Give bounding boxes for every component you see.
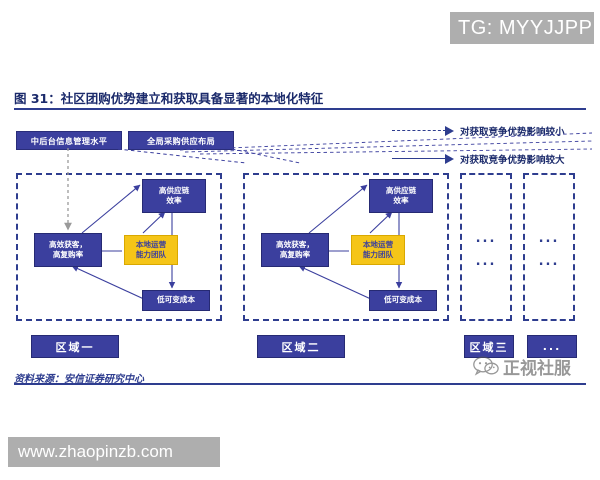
bottom-divider — [14, 383, 586, 385]
ellipsis-row: ... — [538, 254, 560, 269]
region-one-container: 高供应链 效率 高效获客， 高复购率 本地运营 能力团队 低可变成本 — [16, 173, 222, 321]
solid-arrow-icon — [392, 154, 454, 164]
node-supply-chain-efficiency: 高供应链 效率 — [142, 179, 206, 213]
node-line-1: 低可变成本 — [157, 295, 195, 305]
region-more-container: ... ... — [523, 173, 575, 321]
wechat-logo-watermark: 正视社服 — [473, 352, 595, 380]
top-box-info-management: 中后台信息管理水平 — [16, 131, 122, 150]
node-line-1: 高效获客， — [276, 239, 314, 249]
node-line-1: 高效获客， — [49, 239, 87, 249]
region-label-two: 区域二 — [257, 335, 345, 358]
wechat-bubble-icon — [473, 356, 499, 376]
figure-source: 资料来源：安信证券研究中心 — [14, 374, 144, 385]
title-divider — [14, 108, 586, 110]
region-label-one: 区域一 — [31, 335, 119, 358]
node-customer-acquisition: 高效获客， 高复购率 — [34, 233, 102, 267]
node-line-2: 效率 — [166, 196, 182, 205]
node-low-variable-cost: 低可变成本 — [369, 290, 437, 311]
node-line-2: 能力团队 — [135, 250, 167, 259]
legend-item-large-impact: 对获取竞争优势影响较大 — [392, 148, 592, 170]
region-two-container: 高供应链 效率 高效获客， 高复购率 本地运营 能力团队 低可变成本 — [243, 173, 449, 321]
wechat-watermark-label: 正视社服 — [503, 358, 571, 379]
ellipsis-row: ... — [538, 231, 560, 246]
figure-title: 图 31：社区团购优势建立和获取具备显著的本地化特征 — [14, 91, 324, 106]
node-local-operations-team: 本地运营 能力团队 — [124, 235, 178, 265]
legend-label: 对获取竞争优势影响较大 — [460, 155, 565, 166]
telegram-watermark: TG: MYYJJPP — [450, 12, 594, 44]
legend-label: 对获取竞争优势影响较小 — [460, 127, 565, 138]
node-line-2: 能力团队 — [362, 250, 394, 259]
node-line-1: 高供应链 — [385, 185, 417, 195]
node-supply-chain-efficiency: 高供应链 效率 — [369, 179, 433, 213]
legend: 对获取竞争优势影响较小 对获取竞争优势影响较大 — [392, 120, 592, 176]
node-line-1: 低可变成本 — [384, 295, 422, 305]
node-line-1: 本地运营 — [135, 239, 167, 249]
region-dashed-frame — [523, 173, 575, 321]
region-ellipsis-placeholder: ... ... — [523, 231, 575, 269]
node-line-2: 高复购率 — [52, 250, 84, 259]
node-local-operations-team: 本地运营 能力团队 — [351, 235, 405, 265]
node-line-2: 高复购率 — [279, 250, 311, 259]
node-customer-acquisition: 高效获客， 高复购率 — [261, 233, 329, 267]
ellipsis-row: ... — [475, 231, 497, 246]
region-dashed-frame — [16, 173, 222, 321]
node-line-1: 高供应链 — [158, 185, 190, 195]
node-low-variable-cost: 低可变成本 — [142, 290, 210, 311]
dashed-arrow-icon — [392, 126, 454, 136]
top-box-global-procurement: 全局采购供应布局 — [128, 131, 234, 150]
region-label-three: 区域三 — [464, 335, 514, 358]
region-label-more: ... — [527, 335, 577, 358]
legend-item-small-impact: 对获取竞争优势影响较小 — [392, 120, 592, 142]
region-ellipsis-placeholder: ... ... — [460, 231, 512, 269]
site-url-watermark: www.zhaopinzb.com — [8, 437, 220, 467]
node-line-1: 本地运营 — [362, 239, 394, 249]
region-dashed-frame — [460, 173, 512, 321]
node-line-2: 效率 — [393, 196, 409, 205]
region-dashed-frame — [243, 173, 449, 321]
ellipsis-row: ... — [475, 254, 497, 269]
region-three-container: ... ... — [460, 173, 512, 321]
